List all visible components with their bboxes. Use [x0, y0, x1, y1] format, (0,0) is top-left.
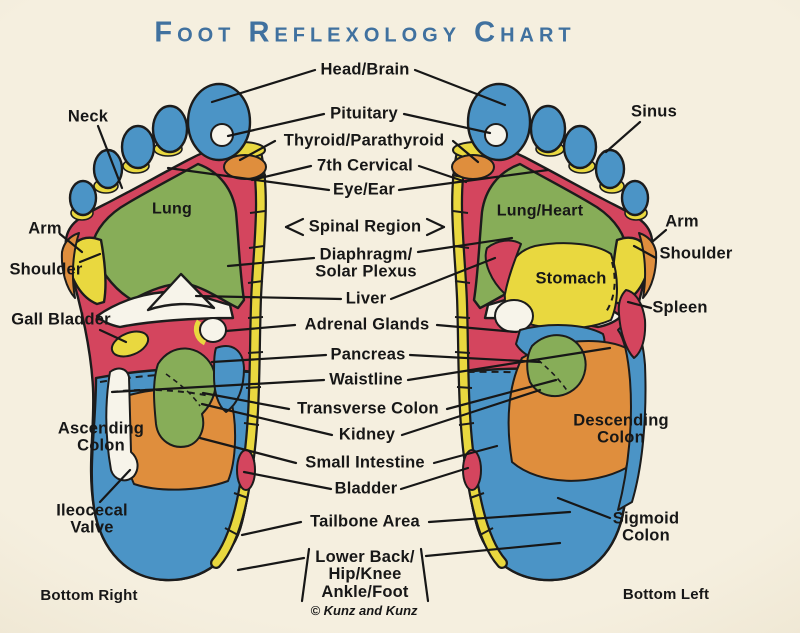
label-shoulder-right: Shoulder — [659, 244, 733, 263]
label-kidney: Kidney — [338, 425, 396, 444]
label-7th-cervical: 7th Cervical — [317, 156, 413, 175]
label-lung-heart: Lung/Heart — [496, 202, 584, 220]
label-small-intestine: Small Intestine — [305, 453, 425, 472]
adrenal-gland-spot — [494, 299, 534, 333]
label-eye-ear: Eye/Ear — [333, 180, 395, 199]
label-ileocecal-valve: Ileocecal Valve — [56, 501, 128, 537]
label-arm-left: Arm — [28, 219, 62, 238]
descending-colon-strip — [617, 319, 647, 511]
gall-bladder-spot — [110, 330, 150, 358]
copyright-credit: © Kunz and Kunz — [310, 603, 418, 619]
kidney-region — [526, 334, 587, 398]
label-head-brain: Head/Brain — [320, 60, 410, 79]
label-thyroid-parathyroid: Thyroid/Parathyroid — [283, 131, 445, 150]
label-bottom-left: Bottom Left — [622, 586, 710, 604]
label-transverse-colon: Transverse Colon — [297, 399, 439, 418]
adrenal-yellow-arc — [193, 319, 207, 346]
label-gall-bladder: Gall Bladder — [11, 310, 111, 329]
label-liver: Liver — [345, 289, 387, 308]
adrenal-gland-spot — [199, 317, 227, 343]
label-sigmoid-colon: Sigmoid Colon — [612, 509, 680, 545]
label-pancreas: Pancreas — [330, 345, 406, 364]
label-bladder: Bladder — [334, 479, 398, 498]
label-lung: Lung — [152, 200, 192, 218]
label-adrenal-glands: Adrenal Glands — [304, 315, 430, 334]
stomach-dashes — [605, 261, 616, 313]
label-descending-colon: Descending Colon — [573, 411, 669, 447]
right-foot-organs — [484, 239, 647, 511]
kidney-region — [153, 347, 217, 448]
label-spleen: Spleen — [652, 298, 708, 317]
label-ascending-colon: Ascending Colon — [57, 419, 145, 455]
label-shoulder-left: Shoulder — [9, 260, 83, 279]
label-spinal-region: Spinal Region — [308, 217, 422, 236]
label-bottom-right: Bottom Right — [40, 587, 138, 605]
stomach-red-crescent — [484, 239, 522, 295]
leader-lines — [58, 68, 668, 603]
label-waistline: Waistline — [329, 370, 403, 389]
label-pituitary: Pituitary — [330, 104, 398, 123]
label-stomach: Stomach — [535, 269, 607, 288]
kidney-dashes — [165, 373, 201, 407]
page-title: Foot Reflexology Chart — [154, 16, 576, 49]
label-diaphragm-solar-plexus: Diaphragm/ Solar Plexus — [315, 245, 417, 281]
label-tailbone-area: Tailbone Area — [310, 512, 420, 531]
transverse-colon-dashes — [111, 388, 211, 397]
label-neck: Neck — [67, 107, 109, 126]
spleen-region — [617, 289, 647, 359]
ascending-colon-strip — [105, 367, 139, 482]
label-lower-back-group: Lower Back/ Hip/Knee Ankle/Foot — [315, 547, 415, 601]
label-sinus: Sinus — [631, 102, 677, 121]
label-arm-right: Arm — [665, 212, 699, 231]
